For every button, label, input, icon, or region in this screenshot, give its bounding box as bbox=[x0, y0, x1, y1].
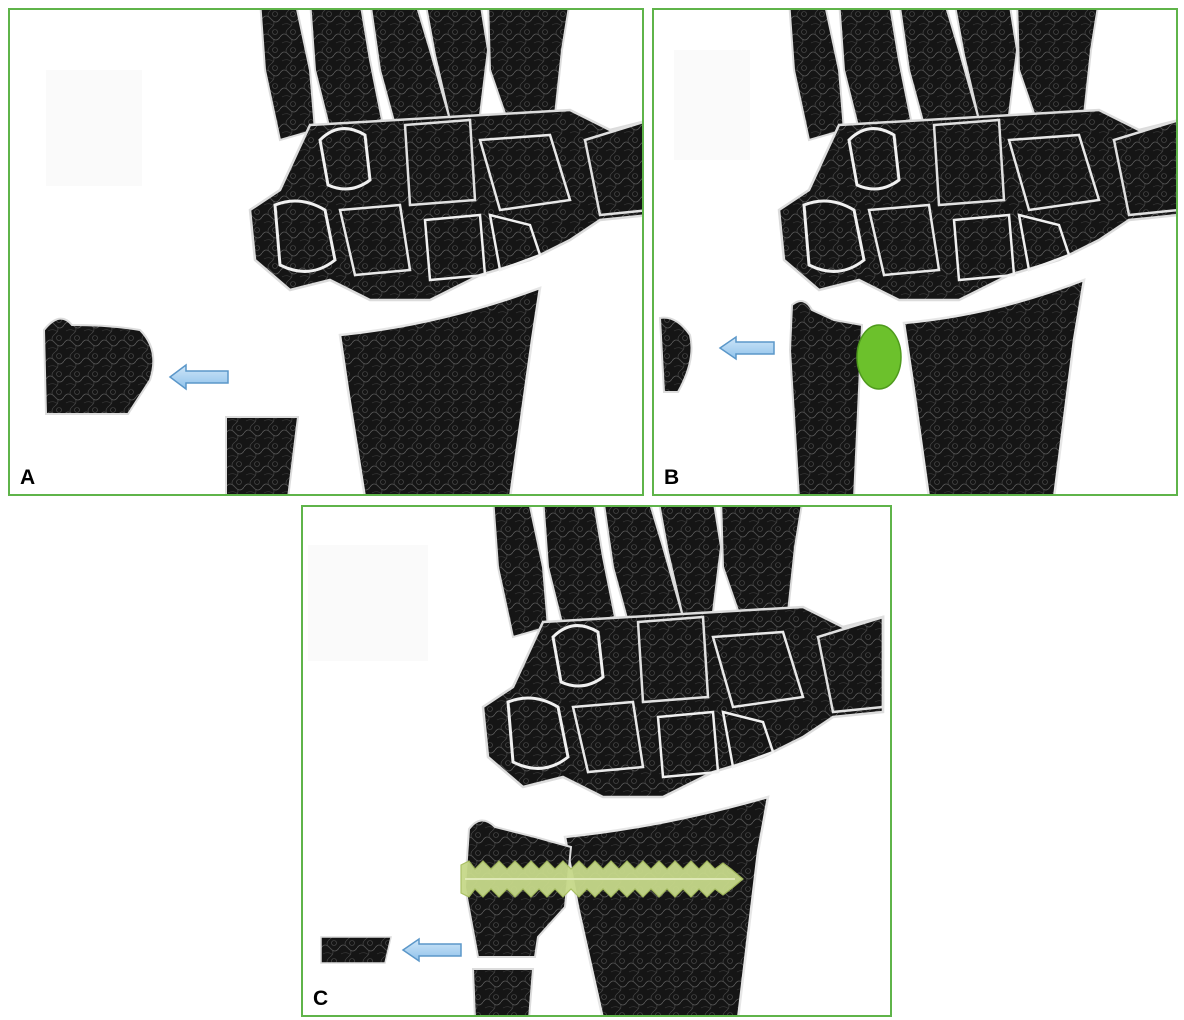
bone-graft-ellipse bbox=[857, 325, 901, 389]
panel-c: C bbox=[301, 505, 892, 1017]
arrow-left-icon bbox=[720, 337, 774, 359]
panel-b: B bbox=[652, 8, 1178, 496]
wrist-xray-b bbox=[654, 10, 1178, 496]
wrist-xray-a bbox=[10, 10, 644, 496]
radius-bone bbox=[904, 280, 1084, 496]
ulnar-shaft bbox=[473, 969, 533, 1017]
resected-ulnar-head bbox=[660, 318, 692, 392]
panel-label-a: A bbox=[20, 467, 35, 488]
distal-ulna bbox=[790, 301, 862, 496]
wrist-xray-c bbox=[303, 507, 892, 1017]
resected-ulnar-segment bbox=[321, 937, 391, 963]
ulnar-shaft bbox=[226, 417, 298, 496]
panel-label-c: C bbox=[313, 988, 328, 1009]
ulnar-head-fragment bbox=[44, 319, 153, 414]
radius-bone bbox=[340, 288, 540, 496]
panel-a: A bbox=[8, 8, 644, 496]
arrow-left-icon bbox=[403, 939, 461, 961]
radius-bone bbox=[565, 797, 768, 1017]
arrow-left-icon bbox=[170, 365, 228, 389]
panel-label-b: B bbox=[664, 467, 679, 488]
